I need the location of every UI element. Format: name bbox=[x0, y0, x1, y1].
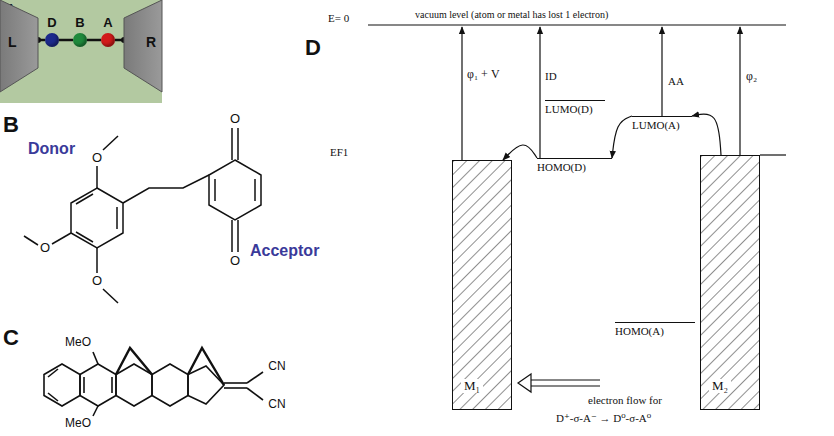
energy-level: HOMO(A) bbox=[615, 322, 695, 337]
energy-label: φ₁ + V bbox=[467, 68, 500, 81]
node-text: L bbox=[8, 34, 17, 50]
atom-label: O bbox=[229, 254, 241, 268]
energy-level: HOMO(D) bbox=[537, 158, 612, 173]
metal-electrode: M₁ bbox=[452, 160, 512, 410]
node-text: D bbox=[47, 15, 56, 30]
energy-zero-label: E= 0 bbox=[328, 12, 349, 24]
panel-background bbox=[0, 0, 162, 103]
molecule-structure bbox=[24, 128, 261, 303]
electron-transfer-arrow bbox=[692, 114, 721, 155]
panel-letter: C bbox=[3, 326, 19, 350]
donor-site: D bbox=[45, 33, 59, 47]
affinity-arrow bbox=[661, 27, 662, 116]
electrode: L bbox=[0, 0, 38, 92]
group-label: MeO bbox=[64, 336, 92, 349]
vacuum-level-label: vacuum level (atom or metal has lost 1 e… bbox=[415, 9, 608, 20]
acceptor-site: A bbox=[101, 33, 115, 47]
molecular-bond bbox=[59, 39, 73, 42]
acceptor-label: Acceptor bbox=[250, 242, 319, 260]
vacuum-level-line bbox=[368, 24, 786, 25]
electrode-shape bbox=[124, 0, 162, 92]
group-label: MeO bbox=[64, 417, 92, 430]
node-text: B bbox=[75, 15, 84, 30]
electron-flow-arrowhead bbox=[518, 374, 531, 392]
atom-label: O bbox=[39, 241, 51, 255]
atom-label: O bbox=[91, 274, 103, 288]
energy-label: AA bbox=[668, 75, 684, 87]
panel-letter: B bbox=[3, 113, 19, 137]
node-text: R bbox=[146, 34, 156, 50]
ionization-arrow bbox=[539, 27, 540, 158]
panel-letter: D bbox=[305, 36, 321, 60]
donor-label: Donor bbox=[28, 140, 75, 158]
electron-transfer-arrow bbox=[503, 145, 537, 160]
electrode: R bbox=[124, 0, 162, 92]
group-label: CN bbox=[267, 360, 286, 373]
energy-level: LUMO(D) bbox=[545, 100, 605, 115]
hatching bbox=[701, 156, 759, 409]
node-text: A bbox=[103, 15, 112, 30]
electron-flow-arrow bbox=[529, 379, 600, 380]
fermi-level-line bbox=[760, 154, 786, 155]
molecular-bond bbox=[115, 39, 124, 42]
node-text: HOMO(A) bbox=[615, 325, 693, 337]
energy-label: ID bbox=[545, 70, 557, 82]
electrode-shape bbox=[0, 0, 38, 92]
node-text: M₁ bbox=[461, 379, 483, 393]
fermi-level-label: EF1 bbox=[330, 146, 348, 158]
molecular-bond bbox=[87, 39, 101, 42]
node-text: HOMO(D) bbox=[537, 161, 610, 173]
group-label: CN bbox=[267, 398, 286, 411]
work-function-arrow bbox=[461, 27, 462, 160]
energy-label: φ₂ bbox=[746, 70, 757, 83]
electron-transfer-arrow bbox=[612, 116, 632, 158]
flow-caption: electron flow for bbox=[588, 394, 662, 406]
work-function-arrow bbox=[739, 27, 740, 155]
hatching bbox=[453, 161, 511, 409]
electron-flow-arrow bbox=[529, 385, 600, 386]
flow-caption: D⁺-σ-A⁻ → D⁰-σ-A⁰ bbox=[556, 412, 651, 424]
node-text: LUMO(D) bbox=[545, 103, 603, 115]
molecule-structure bbox=[44, 348, 263, 416]
molecular-bond bbox=[38, 39, 45, 42]
atom-label: O bbox=[91, 151, 103, 165]
node-text: LUMO(A) bbox=[632, 119, 690, 131]
atom-label: O bbox=[229, 112, 241, 126]
bridge-site: B bbox=[73, 33, 87, 47]
energy-level: LUMO(A) bbox=[632, 116, 692, 131]
metal-electrode: M₂ bbox=[700, 155, 760, 410]
node-text: M₂ bbox=[709, 379, 731, 393]
